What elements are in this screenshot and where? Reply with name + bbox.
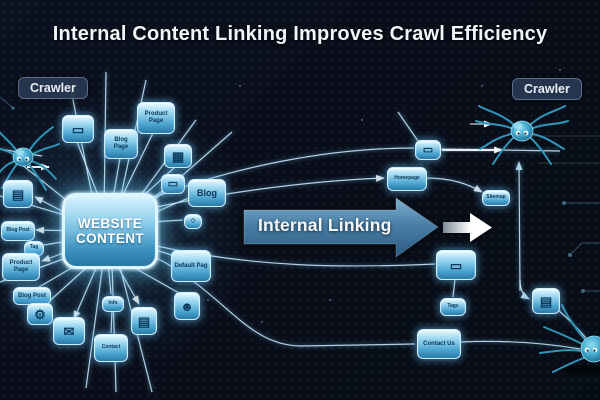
circuit-decoration (0, 68, 600, 324)
white-arrow-icon (443, 213, 492, 242)
spider-left-icon (0, 126, 60, 191)
big-arrow (243, 197, 439, 258)
page-title: Internal Content Linking Improves Crawl … (52, 23, 548, 45)
website-content-label: WEBSITE CONTENT (75, 216, 145, 246)
crawler-badge-left: Crawler (18, 77, 88, 99)
spider-right-icon (475, 105, 569, 165)
internal-linking-label: Internal Linking (258, 215, 392, 235)
crawler-badge-right: Crawler (512, 78, 582, 100)
website-content-box: WEBSITE CONTENT (62, 193, 158, 269)
spider-bottom-right-icon (539, 304, 600, 375)
